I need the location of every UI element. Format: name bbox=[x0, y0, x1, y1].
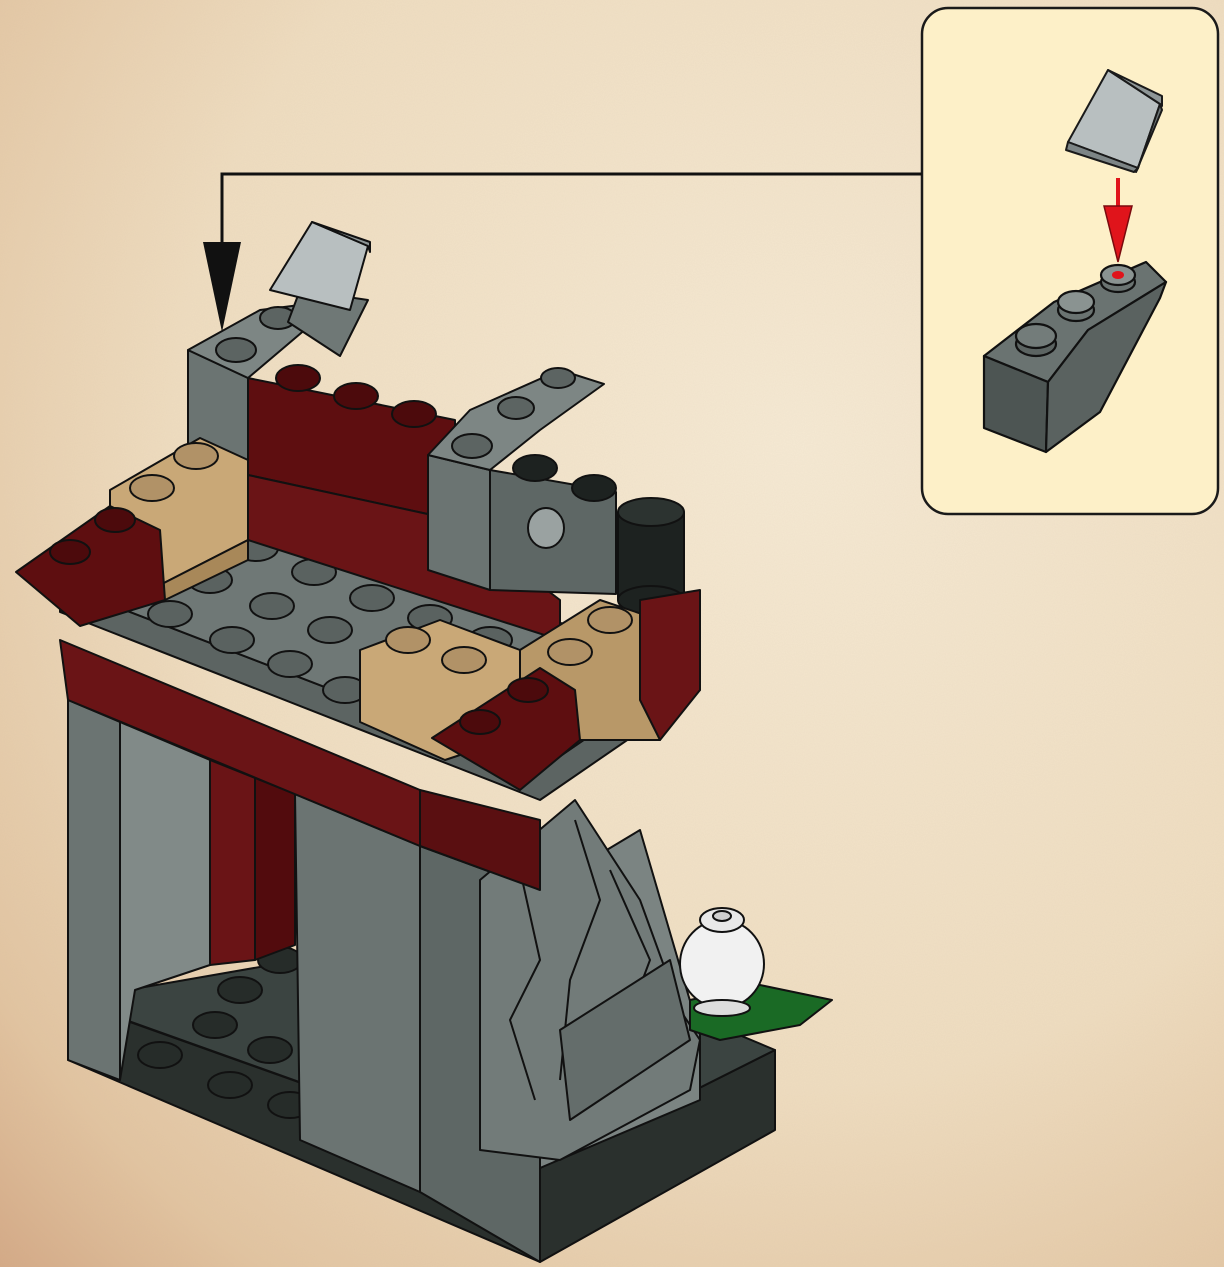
technic-hole bbox=[528, 508, 564, 548]
right-pillar bbox=[428, 455, 490, 590]
left-column-front bbox=[68, 700, 120, 1080]
middle-column bbox=[295, 794, 420, 1192]
red-bar-left bbox=[210, 760, 255, 965]
sub-assembly-inset bbox=[922, 8, 1218, 514]
inset-panel bbox=[922, 8, 1218, 514]
red-bar-right bbox=[255, 778, 295, 960]
